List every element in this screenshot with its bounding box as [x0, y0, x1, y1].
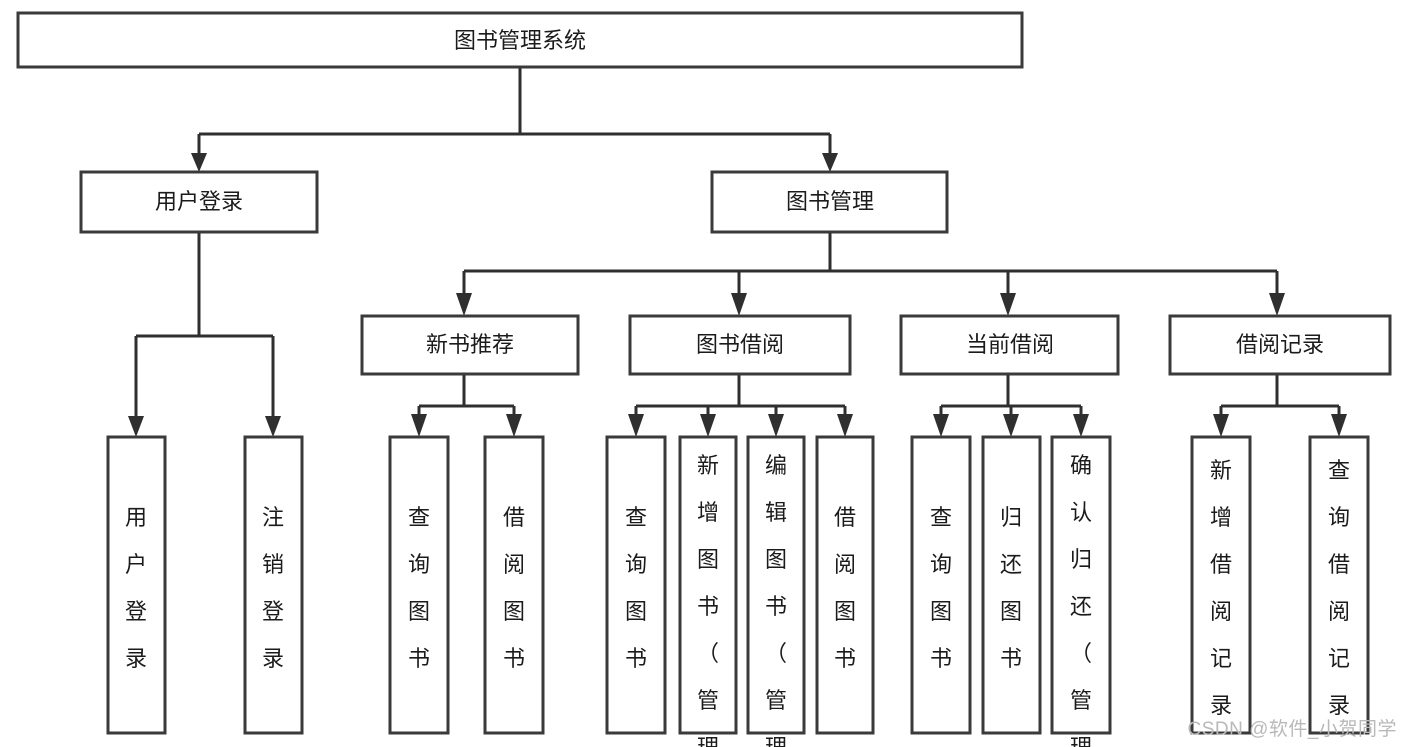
node-leaf-add-record[interactable]: 新增借阅记录	[1190, 435, 1252, 735]
node-leaf-query-book-2[interactable]: 查询图书	[605, 435, 667, 735]
arrow-head-icon	[128, 416, 144, 437]
node-borrow-record[interactable]: 借阅记录	[1168, 314, 1392, 376]
arrow-head-icon	[1213, 414, 1229, 437]
node-leaf-borrow-book-1-box[interactable]	[483, 435, 545, 735]
arrow-head-icon	[700, 414, 716, 437]
node-new-book-recommend[interactable]: 新书推荐	[360, 314, 580, 376]
node-leaf-query-book-3-label: 查询图书	[930, 505, 952, 671]
node-leaf-add-book-label: 新增图书（管理员）	[697, 453, 719, 747]
arrow-head-icon	[822, 153, 838, 172]
node-leaf-user-login-box[interactable]	[106, 435, 167, 735]
node-leaf-query-book-3[interactable]: 查询图书	[910, 435, 972, 735]
node-user-login-box[interactable]	[79, 170, 319, 234]
leaf-nodes-layer: 用户登录 注销登录 查询图书 借阅图书 查询图书 新增图书（管理员）	[106, 435, 1370, 747]
node-leaf-logout[interactable]: 注销登录	[243, 435, 304, 735]
arrow-head-icon	[628, 414, 644, 437]
node-book-borrow-box[interactable]	[628, 314, 852, 376]
node-leaf-return-book-box[interactable]	[981, 435, 1042, 735]
arrow-head-icon	[933, 414, 949, 437]
node-leaf-query-book-2-box[interactable]	[605, 435, 667, 735]
node-leaf-add-record-label: 新增借阅记录	[1210, 458, 1232, 718]
node-leaf-return-book-label: 归还图书	[1000, 505, 1022, 671]
node-borrow-record-box[interactable]	[1168, 314, 1392, 376]
node-leaf-add-book[interactable]: 新增图书（管理员）	[678, 435, 738, 747]
node-leaf-query-book-2-label: 查询图书	[625, 505, 647, 671]
node-leaf-logout-label: 注销登录	[262, 505, 284, 671]
node-current-borrow-label: 当前借阅	[966, 332, 1054, 357]
node-user-login-label: 用户登录	[155, 189, 243, 214]
node-leaf-query-book-3-box[interactable]	[910, 435, 972, 735]
node-book-management-label: 图书管理	[786, 189, 874, 214]
edge-layer	[128, 67, 1347, 437]
node-leaf-edit-book-box[interactable]	[746, 435, 806, 735]
arrow-head-icon	[837, 414, 853, 437]
node-current-borrow[interactable]: 当前借阅	[899, 314, 1120, 376]
node-book-management[interactable]: 图书管理	[710, 170, 949, 234]
node-root[interactable]: 图书管理系统	[16, 11, 1024, 69]
node-leaf-edit-book[interactable]: 编辑图书（管理员）	[746, 435, 806, 747]
node-borrow-record-label: 借阅记录	[1236, 332, 1324, 357]
arrow-head-icon	[411, 414, 427, 437]
node-leaf-query-record-label: 查询借阅记录	[1328, 458, 1350, 718]
arrow-head-icon	[1003, 414, 1019, 437]
arrow-head-icon	[265, 416, 281, 437]
node-leaf-borrow-book-2-box[interactable]	[815, 435, 875, 735]
node-book-borrow-label: 图书借阅	[696, 332, 784, 357]
node-leaf-add-record-box[interactable]	[1190, 435, 1252, 735]
node-leaf-confirm-return-label: 确认归还（管理员）	[1070, 453, 1092, 747]
node-leaf-confirm-return[interactable]: 确认归还（管理员）	[1050, 435, 1112, 747]
node-leaf-confirm-return-box[interactable]	[1050, 435, 1112, 735]
arrow-head-icon	[506, 414, 522, 437]
node-book-borrow[interactable]: 图书借阅	[628, 314, 852, 376]
node-leaf-return-book[interactable]: 归还图书	[981, 435, 1042, 735]
node-leaf-query-record[interactable]: 查询借阅记录	[1308, 435, 1370, 735]
node-leaf-logout-box[interactable]	[243, 435, 304, 735]
node-leaf-borrow-book-2[interactable]: 借阅图书	[815, 435, 875, 735]
arrow-head-icon	[1331, 414, 1347, 437]
arrow-head-icon	[456, 293, 472, 316]
node-root-box[interactable]	[16, 11, 1024, 69]
node-leaf-borrow-book-1[interactable]: 借阅图书	[483, 435, 545, 735]
node-leaf-borrow-book-2-label: 借阅图书	[834, 505, 856, 671]
node-leaf-query-book-1-label: 查询图书	[408, 505, 430, 671]
node-leaf-borrow-book-1-label: 借阅图书	[503, 505, 525, 671]
arrow-head-icon	[1073, 414, 1089, 437]
arrow-head-icon	[1269, 293, 1285, 316]
node-leaf-user-login-label: 用户登录	[125, 505, 147, 671]
node-leaf-add-book-box[interactable]	[678, 435, 738, 735]
arrow-head-icon	[1000, 293, 1016, 316]
arrow-head-icon	[731, 293, 747, 316]
node-leaf-user-login[interactable]: 用户登录	[106, 435, 167, 735]
node-user-login[interactable]: 用户登录	[79, 170, 319, 234]
node-root-label: 图书管理系统	[454, 28, 586, 53]
node-leaf-query-book-1-box[interactable]	[388, 435, 450, 735]
arrow-head-icon	[768, 414, 784, 437]
node-new-book-recommend-box[interactable]	[360, 314, 580, 376]
node-leaf-edit-book-label: 编辑图书（管理员）	[765, 453, 787, 747]
node-leaf-query-book-1[interactable]: 查询图书	[388, 435, 450, 735]
node-book-management-box[interactable]	[710, 170, 949, 234]
node-leaf-query-record-box[interactable]	[1308, 435, 1370, 735]
node-new-book-recommend-label: 新书推荐	[426, 332, 514, 357]
node-current-borrow-box[interactable]	[899, 314, 1120, 376]
arrow-head-icon	[191, 153, 207, 172]
